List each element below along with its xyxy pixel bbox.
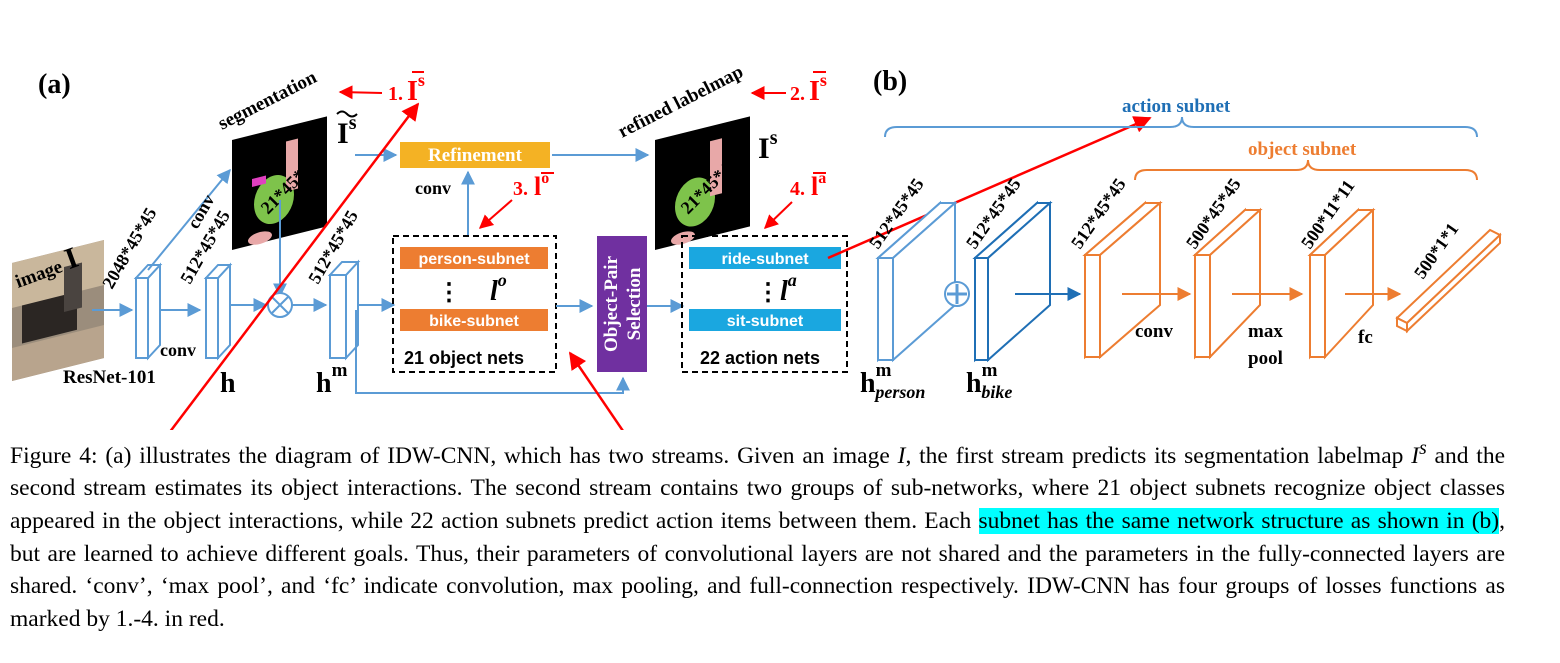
segmentation-map: [232, 116, 327, 250]
loss-4: 4.la: [790, 170, 826, 201]
refinement-box: [400, 142, 550, 168]
panel-b-label: (b): [873, 66, 907, 97]
h-label: h: [220, 368, 236, 399]
object-vdots: ⋮: [437, 280, 461, 306]
person-subnet-label: person-subnet: [418, 251, 530, 268]
object-nets-label: 21 object nets: [404, 348, 524, 368]
highlighted-text: subnet has the same network structure as…: [978, 508, 1500, 535]
loss-1: 1.Is: [388, 70, 425, 107]
annotation-arrow-1: [169, 102, 420, 430]
refinement-label: Refinement: [428, 145, 523, 166]
block-conv-in: [1082, 200, 1163, 360]
block-conv-out: [1192, 207, 1263, 360]
caption-prefix: Figure 4:: [10, 442, 106, 469]
object-nets-box: [392, 235, 557, 373]
seg-tilde: [336, 110, 358, 118]
action-vdots: ⋮: [756, 280, 780, 306]
block-h-bike: [972, 200, 1053, 363]
sit-subnet-box: [689, 309, 841, 331]
b-pool-label: pool: [1248, 348, 1283, 369]
person-subnet-box: [400, 247, 548, 269]
action-subnet-brace: [884, 116, 1478, 138]
bike-subnet-label: bike-subnet: [429, 313, 519, 330]
action-nets-box: [681, 235, 848, 373]
object-pair-selection-box: [597, 236, 647, 372]
plus-op: [944, 281, 970, 307]
ride-subnet-box: [689, 247, 841, 269]
la-label: la: [780, 270, 797, 307]
b-conv-label: conv: [1135, 321, 1174, 342]
feature-block-2048: [133, 262, 163, 361]
figure-diagram: (a) (b) imageI ResNet-101 2048*45*45 con…: [12, 61, 1502, 430]
b-max-label: max: [1248, 321, 1283, 342]
annotation-arrow-3: [827, 116, 1152, 260]
action-subnet-label: action subnet: [1122, 96, 1231, 117]
figure-caption: Figure 4: (a) illustrates the diagram of…: [10, 438, 1505, 632]
block-fc-out: [1395, 228, 1502, 334]
feature-block-hm: [327, 259, 361, 361]
seg-symbol: Is: [337, 112, 357, 150]
panel-a-label: (a): [38, 69, 71, 100]
loss-2: 2.Is: [790, 70, 827, 107]
b-fc-label: fc: [1358, 327, 1373, 348]
multiply-op: [267, 292, 293, 318]
refined-labelmap: [655, 116, 750, 250]
lo-label: lo: [490, 270, 507, 307]
loss-3: 3.lo: [513, 170, 549, 201]
block-pool-out: [1307, 207, 1376, 360]
bike-subnet-box: [400, 309, 548, 331]
object-subnet-brace: [1134, 159, 1478, 181]
block-h-person: [875, 200, 958, 363]
annotation-arrow-2: [568, 351, 624, 430]
sit-subnet-label: sit-subnet: [727, 313, 804, 330]
ride-subnet-label: ride-subnet: [721, 251, 809, 268]
resnet-label: ResNet-101: [63, 367, 156, 388]
input-image: [12, 240, 104, 381]
object-subnet-label: object subnet: [1248, 139, 1357, 160]
refined-symbol: Is: [758, 127, 778, 165]
action-nets-label: 22 action nets: [700, 348, 820, 368]
conv-label-lower: conv: [160, 340, 196, 360]
pair-selection-line1: Object-Pair: [601, 255, 622, 352]
feature-block-h: [203, 262, 233, 361]
hm-label: hm: [316, 360, 348, 399]
pair-selection-line2: Selection: [624, 267, 645, 340]
conv-refine-label: conv: [415, 178, 451, 198]
